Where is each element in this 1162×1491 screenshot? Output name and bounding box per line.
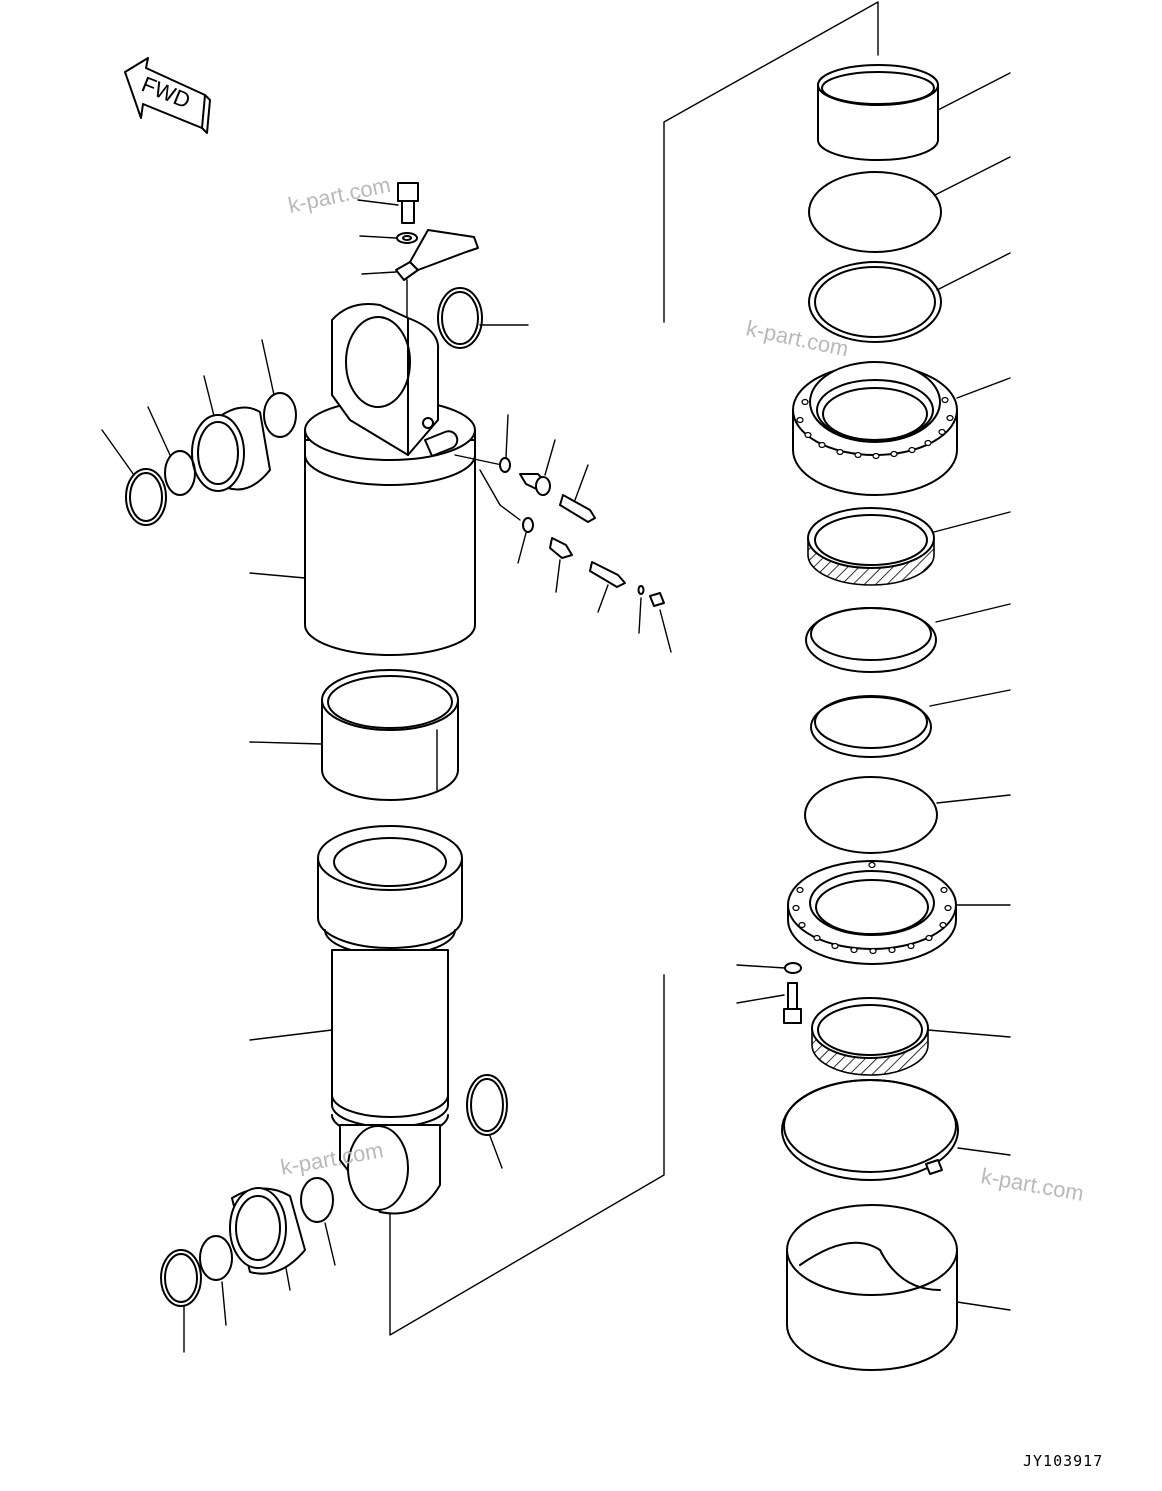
bushing-upper-left (191, 375, 271, 492)
snap-ring-upper-right (437, 287, 529, 349)
u-packing-right (805, 603, 1011, 673)
assembly-link-lines (389, 1, 879, 1336)
fitting-group (454, 414, 672, 653)
bolt-bottom-right (736, 982, 802, 1024)
cylinder-head-flange (792, 361, 1011, 496)
shim-lower-left (199, 1235, 233, 1326)
wear-ring-right-2 (811, 997, 1011, 1076)
washer-fitting-b (522, 517, 534, 533)
lock-plate (361, 229, 479, 351)
o-ring-lower-left (300, 1177, 336, 1266)
grease-valve-a (559, 494, 596, 523)
drawing-code: JY103917 (1023, 1452, 1103, 1470)
bushing-lower-left (229, 1187, 306, 1291)
adapter-b (549, 537, 573, 559)
flange-bolt-holes (796, 396, 954, 460)
sleeve-middle (249, 669, 459, 801)
grease-valve-b (589, 561, 626, 588)
protective-cover (786, 1204, 1011, 1371)
buffer-ring-right (810, 689, 1011, 758)
bottom-flange-bolt-holes (792, 861, 952, 955)
watermark-4: k-part.com (979, 1163, 1086, 1206)
backup-disc-top (808, 156, 1011, 253)
ball (637, 585, 645, 595)
cylinder-body (249, 303, 476, 656)
dust-sleeve-top (817, 64, 1011, 161)
snap-ring-lower-left (160, 1249, 202, 1353)
wear-ring-right-1 (807, 507, 1011, 586)
snap-ring-upper-left (101, 429, 167, 526)
watermark-1: k-part.com (286, 172, 393, 218)
bolt-top (357, 182, 419, 224)
watermark-2: k-part.com (744, 315, 851, 361)
cylinder-bottom-flange (787, 860, 1011, 965)
fwd-direction-arrow: FWD (124, 57, 211, 134)
cap (649, 592, 665, 607)
piston-rod (249, 825, 463, 1215)
shim-upper-left (147, 406, 196, 496)
o-ring-right-1 (808, 252, 1011, 343)
clamp-band (781, 1079, 1011, 1181)
backup-disc-mid (804, 776, 1011, 854)
washer-top (359, 232, 418, 244)
washer-bottom-right (736, 962, 802, 974)
washer-fitting-a (499, 457, 511, 473)
snap-ring-lower-right (466, 1074, 508, 1169)
o-ring-upper-left (261, 339, 297, 438)
